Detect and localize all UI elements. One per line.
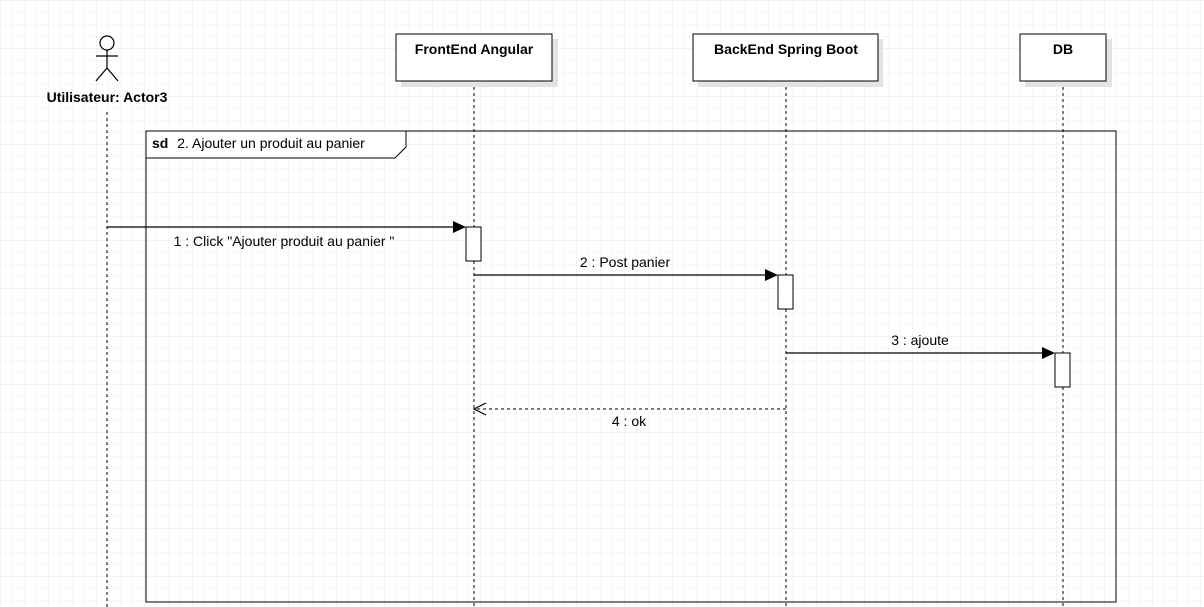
message-2-label: 2 : Post panier <box>580 254 671 270</box>
message-4-label: 4 : ok <box>612 413 647 429</box>
actor-stick-figure-icon[interactable] <box>95 35 119 82</box>
arrowhead-filled-icon <box>1042 347 1055 359</box>
participant-frontend[interactable]: FrontEnd Angular <box>395 33 558 87</box>
message-3[interactable]: 3 : ajoute <box>786 332 1055 359</box>
svg-text:sd 2. Ajouter un produ: sd 2. Ajouter un produit au panier <box>152 135 365 151</box>
arrowhead-open-icon <box>472 402 487 416</box>
sd-frame-tab <box>145 130 407 159</box>
participant-backend-label: BackEnd Spring Boot <box>714 41 858 57</box>
message-1[interactable]: 1 : Click "Ajouter produit au panier " <box>107 221 466 249</box>
arrowhead-filled-icon <box>765 269 778 281</box>
sd-frame: sd 2. Ajouter un produit au panier <box>145 130 1117 603</box>
activation-frontend <box>465 226 482 262</box>
arrowhead-filled-icon <box>453 221 466 233</box>
participant-frontend-label: FrontEnd Angular <box>415 41 534 57</box>
message-4[interactable]: 4 : ok <box>472 402 786 429</box>
message-1-label: 1 : Click "Ajouter produit au panier " <box>174 233 395 249</box>
participant-db[interactable]: DB <box>1019 33 1112 87</box>
frame-title: 2. Ajouter un produit au panier <box>177 135 365 151</box>
actor-name: Utilisateur: Actor3 <box>47 89 168 105</box>
participant-db-label: DB <box>1053 41 1073 57</box>
message-2[interactable]: 2 : Post panier <box>474 254 778 281</box>
activation-db <box>1054 352 1071 388</box>
frame-keyword: sd <box>152 135 168 151</box>
participant-backend[interactable]: BackEnd Spring Boot <box>692 33 883 87</box>
message-3-label: 3 : ajoute <box>891 332 949 348</box>
activation-backend <box>777 274 794 310</box>
